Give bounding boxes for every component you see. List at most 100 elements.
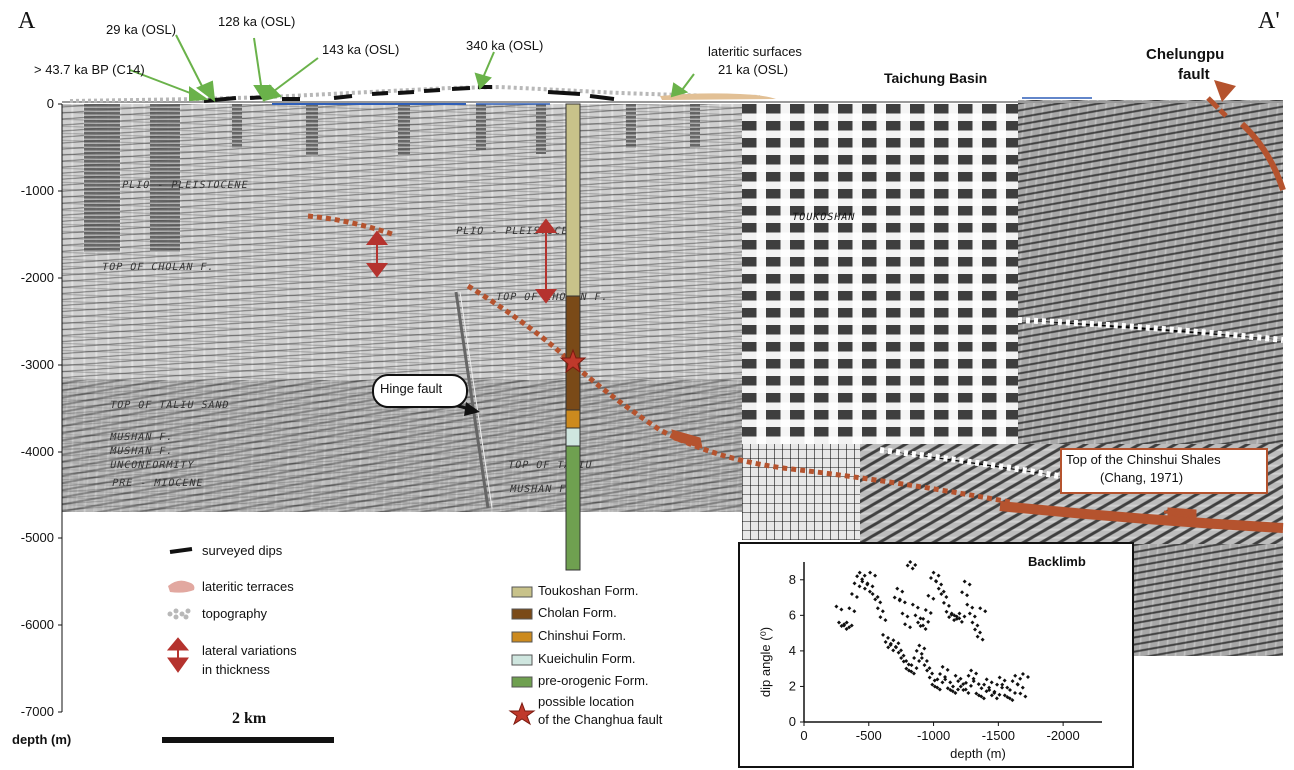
well-trace (536, 104, 546, 154)
chart-data-point (972, 614, 977, 619)
chart-data-point (1015, 682, 1020, 687)
depth-tick-label: -7000 (20, 704, 54, 719)
chart-data-point (954, 616, 959, 621)
legend-star-icon (508, 701, 536, 726)
chart-data-point (978, 630, 983, 635)
chart-data-point (883, 640, 888, 644)
chart-data-point (976, 693, 981, 698)
chart-data-point (940, 680, 945, 685)
age-label-c14: > 43.7 ka BP (C14) (34, 62, 145, 77)
chart-data-point (896, 641, 901, 646)
chart-data-point (926, 593, 931, 598)
chart-data-point (992, 689, 997, 694)
chart-data-point (956, 679, 961, 684)
chart-data-point (1020, 685, 1025, 690)
chart-data-point (902, 600, 907, 605)
chart-x-tick-label: -1000 (917, 728, 950, 743)
chart-data-point (913, 563, 918, 567)
column-toukoshan (565, 103, 581, 297)
chinshui-shales-citation: (Chang, 1971) (1100, 470, 1184, 485)
chart-data-point (943, 675, 948, 679)
chart-data-point (935, 685, 940, 690)
section-end-label: A' (1258, 8, 1280, 34)
chart-data-point (932, 678, 937, 683)
legend-topography-icon (167, 608, 191, 620)
chart-data-point (906, 662, 911, 667)
chart-data-point (965, 602, 970, 607)
chart-data-point (979, 694, 984, 699)
stratigraphic-column (565, 103, 581, 571)
chart-x-tick-label: 0 (800, 728, 807, 743)
chart-data-point (847, 625, 852, 630)
chart-data-point (1002, 693, 1007, 698)
changhua-fault-trace (307, 213, 393, 237)
chart-data-point (895, 586, 900, 591)
well-trace (626, 104, 636, 148)
chart-x-tick-label: -500 (856, 728, 882, 743)
chart-data-point (926, 619, 931, 624)
chart-data-point (953, 691, 958, 695)
well-trace (150, 104, 180, 252)
well-trace (84, 104, 120, 252)
chart-data-point (910, 566, 915, 571)
chart-data-point (875, 606, 880, 611)
chart-data-point (901, 659, 906, 664)
chart-data-point (892, 595, 897, 600)
chart-data-point (909, 669, 914, 674)
motion-arrows (671, 429, 1197, 519)
chelungpu-arrowhead (1214, 80, 1236, 102)
chart-data-point (865, 581, 870, 586)
chart-data-point (971, 676, 976, 681)
legend-formation-kueichulin: Kueichulin Form. (538, 651, 636, 666)
chart-data-point (987, 685, 992, 690)
chart-data-point (839, 624, 844, 628)
chart-x-axis-label: depth (m) (950, 746, 1006, 761)
chart-data-point (1013, 673, 1018, 678)
chart-data-point (948, 688, 953, 692)
chart-data-point (923, 608, 928, 612)
chart-data-point (886, 635, 891, 640)
chart-data-point (896, 650, 901, 655)
section-start-label: A (18, 8, 36, 34)
chart-data-point (880, 609, 885, 614)
chart-data-point (878, 600, 883, 605)
chart-data-point (960, 590, 965, 595)
chart-data-point (974, 671, 979, 676)
chart-data-point (982, 682, 987, 687)
chart-data-point (921, 623, 926, 628)
age-label-29ka: 29 ka (OSL) (106, 22, 177, 37)
chart-data-point (844, 627, 849, 631)
chart-data-point (939, 592, 944, 596)
chart-data-point (979, 686, 984, 691)
legend-lateral-variations: lateral variations (202, 643, 297, 658)
chart-data-point (1018, 676, 1023, 681)
chart-y-tick-label: 6 (789, 607, 796, 622)
chart-data-point (1013, 691, 1018, 695)
chart-data-point (957, 611, 962, 616)
seismic-grid-panel (742, 444, 860, 540)
chart-data-point (947, 615, 952, 620)
chart-data-point (914, 648, 919, 653)
chart-data-point (860, 577, 865, 582)
chart-data-point (847, 606, 852, 611)
chart-data-point (951, 684, 955, 689)
chart-data-point (983, 609, 988, 614)
thickness-arrow (366, 218, 557, 304)
legend-lateral-variation-icon (166, 637, 190, 673)
chart-data-point (855, 574, 860, 579)
depth-tick-label: -5000 (20, 530, 54, 545)
chart-data-point (901, 653, 906, 658)
chart-data-point (981, 696, 986, 701)
changhua-fault-star (559, 348, 587, 374)
legend-formation-cholan: Cholan Form. (538, 605, 617, 620)
hinge-fault-line-2 (459, 291, 493, 509)
chart-data-point (944, 609, 949, 614)
scale-bar-label: 2 km (232, 710, 267, 727)
age-label-128ka: 128 ka (OSL) (218, 14, 296, 29)
lateritic-surfaces-label: lateritic surfaces (708, 44, 802, 59)
chart-data-point (906, 668, 911, 673)
chart-data-point (883, 618, 888, 623)
chart-data-point (984, 677, 989, 682)
chart-y-tick-label: 2 (789, 678, 796, 693)
well-trace (306, 104, 318, 156)
